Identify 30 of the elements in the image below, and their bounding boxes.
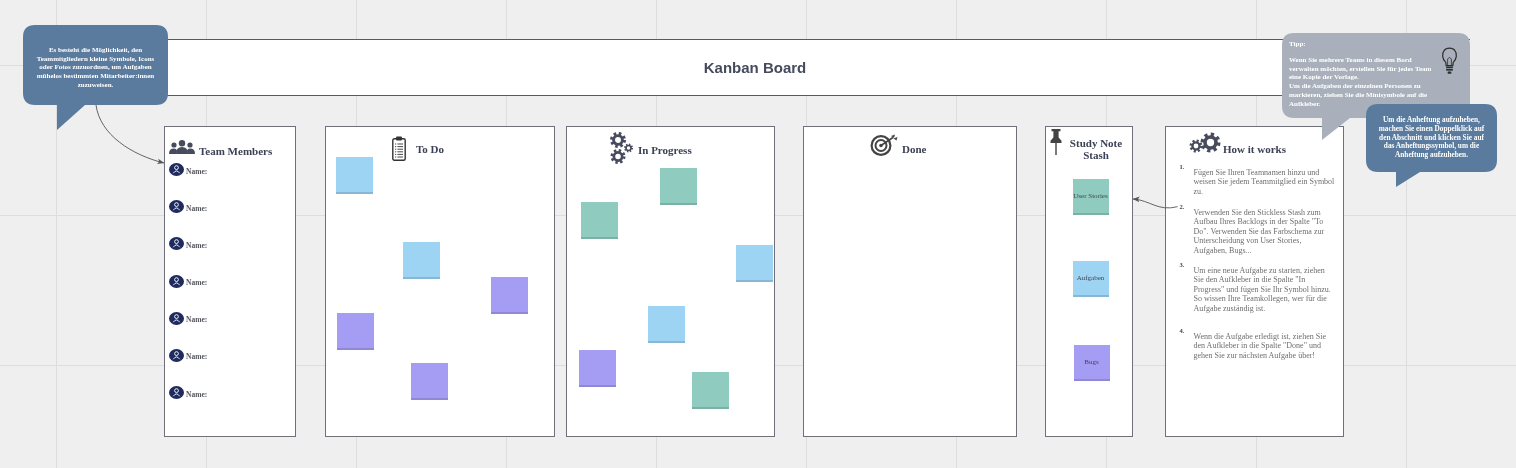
sticky-note: [659, 167, 697, 205]
kanban-column: [164, 126, 296, 437]
column-heading: In Progress: [638, 144, 692, 156]
step-text: Wenn die Aufgabe erledigt ist, ziehen Sie den Aufkleber in die Spalte "Done" und gehen Sie zur nächsten Aufgabe über!: [1193, 331, 1327, 360]
sticky-note: [402, 241, 440, 279]
column-heading: Team Members: [199, 145, 273, 157]
speech-bubble: [23, 25, 168, 130]
column-heading: Done: [902, 143, 927, 155]
column-heading: To Do: [416, 143, 445, 155]
kanban-column: [566, 126, 775, 437]
kanban-column: [803, 126, 1017, 437]
board-title: Kanban Board: [703, 58, 807, 77]
sticky-note: [578, 349, 616, 387]
sticky-note: [335, 156, 373, 194]
sticky-note: [580, 201, 618, 239]
speech-bubble: [1366, 104, 1497, 187]
sticky-note: [336, 312, 374, 350]
step-text: Fügen Sie Ihren Teamnamen hinzu und weisen Sie jedem Teammitglied ein Symbol zu.: [1193, 167, 1336, 196]
step-text: Verwenden Sie den Stickless Stash zum Aufbau Ihres Backlogs in der Spalte "To Do". Verwenden Sie das Farbschema zur Unterscheidung von User Stories, Aufgaben, Bugs...: [1193, 207, 1326, 255]
column-heading: Study Note Stash: [1068, 137, 1124, 161]
sticky-note: [647, 305, 685, 343]
sticky-note: [735, 244, 773, 282]
step-text: Um eine neue Aufgabe zu starten, ziehen Sie den Aufkleber in die Spalte "In Progress" und fügen Sie Ihr Symbol hinzu. So wissen Ihre Teamkollegen, wer für die Aufgabe zuständig ist.: [1193, 265, 1332, 313]
sticky-note: [490, 276, 528, 314]
sticky-note: [691, 371, 729, 409]
kanban-column: [325, 126, 555, 437]
kanban-column: [1045, 126, 1133, 437]
column-heading: How it works: [1223, 143, 1286, 155]
kanban-column: [1165, 126, 1344, 437]
sticky-note: [410, 362, 448, 400]
